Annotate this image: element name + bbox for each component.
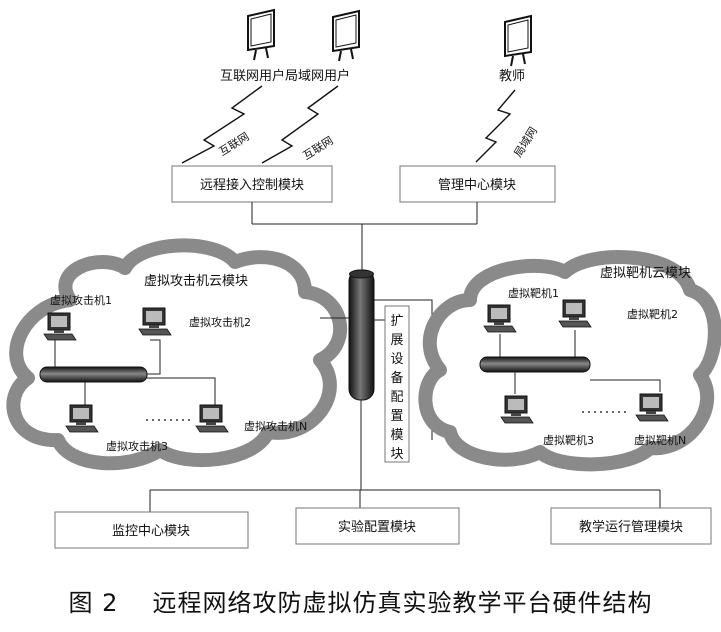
svg-text:展: 展 xyxy=(390,333,403,348)
internet-user-terminal-icon xyxy=(247,9,275,61)
target-machine-2-label: 虚拟靶机2 xyxy=(627,307,678,321)
lan-user-terminal-icon xyxy=(332,10,360,62)
attack-machine-2-label: 虚拟攻击机2 xyxy=(189,315,251,329)
svg-text:备: 备 xyxy=(390,370,403,386)
internet-link-lightning-1 xyxy=(181,85,263,164)
management-center-module-box xyxy=(399,165,556,203)
svg-text:设: 设 xyxy=(390,352,403,367)
remote-access-module-label: 远程接入控制模块 xyxy=(200,177,304,193)
svg-text:配: 配 xyxy=(390,390,403,405)
target-cloud-title: 虚拟靶机云模块 xyxy=(600,266,691,281)
svg-text:扩: 扩 xyxy=(390,314,403,329)
monitoring-center-module-box xyxy=(54,511,249,549)
management-center-module-label: 管理中心模块 xyxy=(438,178,516,193)
teaching-operation-module-box xyxy=(550,507,712,545)
teaching-operation-module-label: 教学运行管理模块 xyxy=(579,519,683,535)
svg-text:块: 块 xyxy=(390,447,403,462)
svg-text:置: 置 xyxy=(390,409,403,424)
figure-title: 远程网络攻防虚拟仿真实验教学平台硬件结构 xyxy=(152,589,653,617)
teacher-label: 教师 xyxy=(499,68,525,84)
target-bus-connectors xyxy=(499,330,661,394)
attack-machine-3-label: 虚拟攻击机3 xyxy=(106,439,168,453)
remote-access-module-box xyxy=(171,165,333,203)
target-machine-n-label: 虚拟靶机N xyxy=(634,433,686,447)
central-backbone-cylinder xyxy=(348,269,375,401)
target-machine-3-label: 虚拟靶机3 xyxy=(543,433,594,447)
expansion-config-module-box xyxy=(384,305,410,463)
top-connectors xyxy=(251,202,478,270)
target-network-bus xyxy=(479,356,591,373)
attack-cloud-shape xyxy=(6,238,348,471)
internet-link-lightning-2 xyxy=(261,85,339,164)
figure-number: 图 2 xyxy=(68,589,119,617)
monitoring-center-module-label: 监控中心模块 xyxy=(112,524,190,539)
link-label-internet-1: 互联网 xyxy=(217,130,252,159)
target-machine-1-label: 虚拟靶机1 xyxy=(508,286,559,300)
figure-caption: 图 2 远程网络攻防虚拟仿真实验教学平台硬件结构 xyxy=(0,583,721,618)
attack-machine-1-label: 虚拟攻击机1 xyxy=(50,293,112,307)
expansion-config-module-label: 扩 展 设 备 配 置 模 块 xyxy=(390,314,403,462)
lan-link-lightning xyxy=(475,89,516,163)
experiment-config-module-label: 实验配置模块 xyxy=(338,519,416,535)
attack-machine-n-label: 虚拟攻击机N xyxy=(244,419,307,433)
experiment-config-module-box xyxy=(295,507,460,545)
attack-cloud-title: 虚拟攻击机云模块 xyxy=(144,274,248,289)
attack-network-bus xyxy=(39,366,148,383)
svg-text:模: 模 xyxy=(390,428,403,443)
attack-bus-connectors xyxy=(54,338,216,405)
teacher-terminal-icon xyxy=(504,15,532,67)
link-label-internet-2: 互联网 xyxy=(301,134,336,163)
link-label-lan: 局域网 xyxy=(512,125,541,160)
user-group-label: 互联网用户局域网用户 xyxy=(220,68,350,84)
